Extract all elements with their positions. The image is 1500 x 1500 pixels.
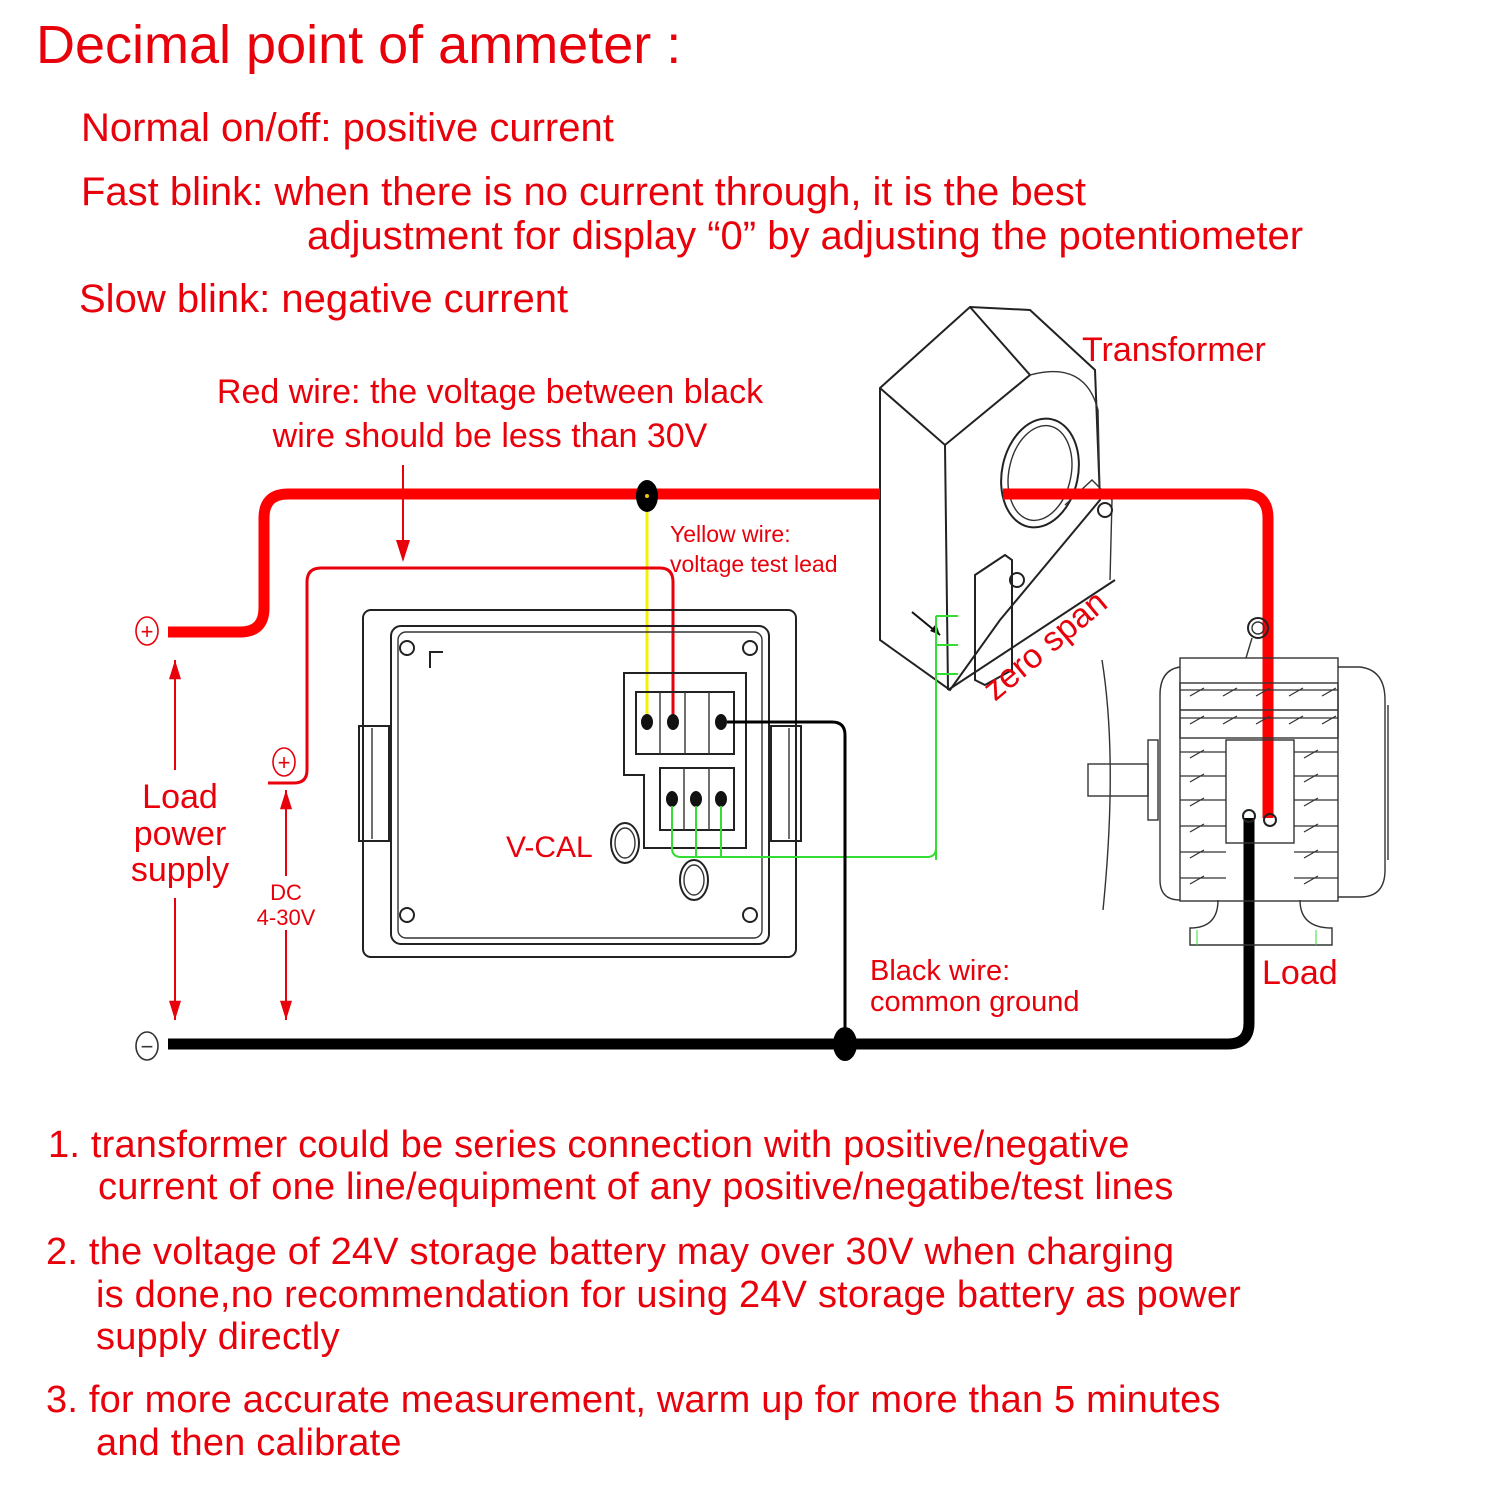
note-2-line3: supply directly bbox=[96, 1316, 340, 1358]
red-load-wire bbox=[1003, 488, 1274, 818]
mode-fast-description-line1: when there is no current through, it is … bbox=[274, 170, 1086, 214]
coil-hatch bbox=[1321, 687, 1337, 697]
yellow-wire-note-line1: Yellow wire: bbox=[670, 521, 791, 547]
note-2-line2: is done,no recommendation for using 24V … bbox=[96, 1274, 1242, 1316]
transformer bbox=[879, 305, 1116, 860]
negative-icon: − bbox=[141, 1034, 154, 1059]
yellow-wire-note-line2: voltage test lead bbox=[670, 551, 838, 577]
meter-panel bbox=[358, 609, 802, 958]
note-3: 3. for more accurate measurement, warm u… bbox=[46, 1381, 1221, 1419]
load-power-supply-line3: supply bbox=[131, 851, 229, 889]
zero-span-label: zero span bbox=[976, 583, 1115, 708]
black-wire-note-line1: Black wire: bbox=[870, 955, 1010, 987]
coil-hatch bbox=[1321, 715, 1337, 725]
coil-hatch bbox=[1222, 687, 1238, 697]
black-meter-ground-wire bbox=[727, 720, 847, 1044]
transformer-label: Transformer bbox=[1082, 331, 1266, 369]
mode-normal-description: positive current bbox=[342, 106, 614, 150]
coil-hatch bbox=[1189, 849, 1205, 859]
note-3-line2: and then calibrate bbox=[96, 1422, 402, 1464]
coil-hatch bbox=[1222, 715, 1238, 725]
coil-hatch bbox=[1303, 773, 1319, 783]
mode-normal-label: Normal on/off: bbox=[81, 106, 332, 150]
coil-hatch bbox=[1255, 715, 1271, 725]
coil-hatch bbox=[1189, 687, 1205, 697]
note-3-number: 3. bbox=[46, 1379, 79, 1421]
mode-fast-label: Fast blink: bbox=[81, 170, 264, 214]
mode-normal: Normal on/off: positive current bbox=[81, 108, 614, 148]
coil-hatch bbox=[1189, 875, 1205, 885]
note-1-line1: transformer could be series connection w… bbox=[90, 1124, 1130, 1166]
black-common-ground-wire bbox=[168, 818, 1255, 1050]
coil-hatch bbox=[1303, 849, 1319, 859]
mode-fast-description-line2: adjustment for display “0” by adjusting … bbox=[307, 214, 1304, 258]
dc-label: DC bbox=[270, 880, 302, 905]
dc-range-label: 4-30V bbox=[257, 905, 316, 930]
red-wire-note-line2: wire should be less than 30V bbox=[272, 417, 708, 455]
coil-hatch bbox=[1303, 875, 1319, 885]
green-sensor-wire bbox=[671, 700, 937, 858]
coil-hatch bbox=[1189, 749, 1205, 759]
negative-terminal: − bbox=[135, 1031, 159, 1061]
page-title: Decimal point of ammeter : bbox=[36, 15, 682, 75]
coil-hatch bbox=[1303, 823, 1319, 833]
mode-fast-blink: Fast blink: when there is no current thr… bbox=[81, 172, 1086, 212]
coil-hatch bbox=[1288, 687, 1304, 697]
note-3-line1: for more accurate measurement, warm up f… bbox=[88, 1379, 1221, 1421]
load-label: Load bbox=[1262, 954, 1338, 992]
note-2-line1: the voltage of 24V storage battery may o… bbox=[88, 1231, 1175, 1273]
coil-hatch bbox=[1189, 823, 1205, 833]
coil-hatch bbox=[1189, 715, 1205, 725]
note-1: 1. transformer could be series connectio… bbox=[48, 1126, 1130, 1164]
coil-hatch bbox=[1255, 687, 1271, 697]
load-power-supply-line2: power bbox=[134, 815, 227, 853]
vcal-label: V-CAL bbox=[506, 831, 593, 864]
red-wire-note-line1: Red wire: the voltage between black bbox=[217, 373, 764, 411]
load-power-supply-line1: Load bbox=[142, 778, 218, 816]
black-wire-note-line2: common ground bbox=[870, 986, 1080, 1018]
red-note-arrowhead bbox=[396, 540, 410, 562]
mode-slow-description: negative current bbox=[281, 277, 569, 321]
motor-load bbox=[1087, 617, 1389, 946]
note-1-number: 1. bbox=[48, 1124, 81, 1166]
coil-hatch bbox=[1303, 797, 1319, 807]
mode-slow-label: Slow blink: bbox=[79, 277, 271, 321]
junction-dot-black bbox=[833, 1027, 857, 1061]
coil-hatch bbox=[1303, 749, 1319, 759]
note-1-line2: current of one line/equipment of any pos… bbox=[98, 1166, 1174, 1208]
meter-positive-terminal: + bbox=[272, 747, 296, 777]
coil-hatch bbox=[1189, 797, 1205, 807]
motor-coils bbox=[1180, 687, 1338, 885]
load-positive-terminal: + bbox=[135, 616, 159, 646]
red-power-wire bbox=[268, 566, 675, 785]
red-main-wire bbox=[168, 488, 880, 638]
note-2-number: 2. bbox=[46, 1231, 79, 1273]
positive-icon: + bbox=[278, 750, 291, 775]
note-2: 2. the voltage of 24V storage battery ma… bbox=[46, 1233, 1174, 1271]
mode-slow-blink: Slow blink: negative current bbox=[79, 279, 568, 319]
coil-hatch bbox=[1189, 773, 1205, 783]
positive-icon: + bbox=[141, 619, 154, 644]
coil-hatch bbox=[1288, 715, 1304, 725]
